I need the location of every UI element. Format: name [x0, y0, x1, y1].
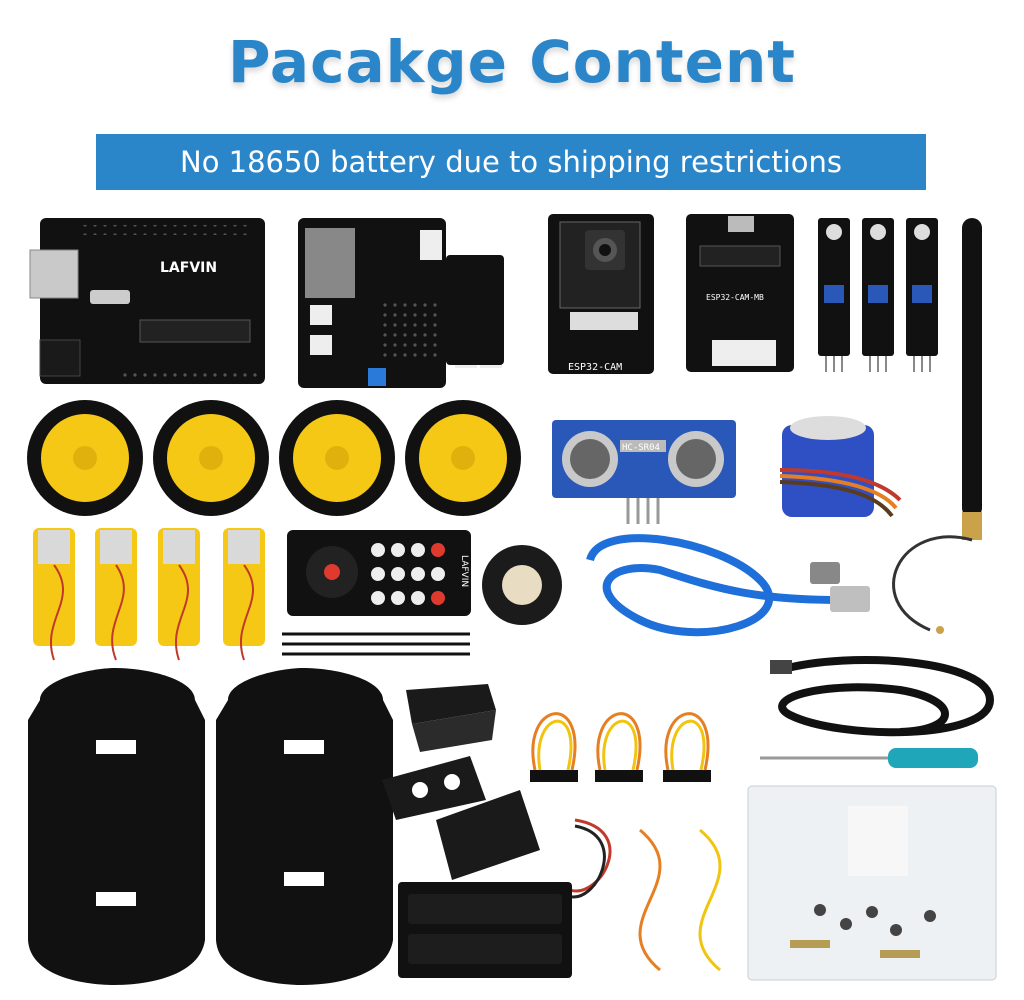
- uno-brand-label: LAFVIN: [160, 260, 217, 276]
- dupont-jumper-wires: [530, 712, 711, 782]
- metal-brackets: [382, 684, 540, 880]
- esp32-cam-mb-board: ESP32-CAM-MB: [686, 214, 794, 372]
- motor-driver-shield: [298, 218, 504, 388]
- page-title: Pacakge Content: [227, 28, 796, 96]
- esp32-cam-board: ESP32-CAM: [548, 214, 654, 374]
- shipping-notice-banner: No 18650 battery due to shipping restric…: [96, 134, 926, 190]
- screws-bag: [747, 785, 997, 981]
- screwdriver: [760, 748, 978, 768]
- cable-ties: [282, 632, 470, 656]
- wheels: [27, 400, 521, 516]
- ir-remote: LAFVIN: [287, 530, 471, 616]
- hc-sr04-label: HC-SR04: [622, 443, 660, 453]
- line-tracking-sensors: [818, 218, 938, 372]
- servo-motor: [779, 416, 902, 518]
- wifi-antenna: [892, 218, 982, 634]
- usb-cable-black: [770, 656, 995, 737]
- usb-cable-blue: [586, 534, 870, 637]
- sensor-cables: [567, 818, 722, 972]
- chassis-plates: [28, 668, 393, 985]
- esp32cam-mb-label: ESP32-CAM-MB: [706, 293, 764, 302]
- ultrasonic-sensor: HC-SR04: [552, 420, 736, 524]
- battery-holder: [398, 882, 572, 978]
- gear-motors: [33, 528, 265, 661]
- esp32cam-label: ESP32-CAM: [568, 362, 622, 373]
- electrical-tape: [482, 545, 562, 625]
- remote-brand-label: LAFVIN: [459, 555, 469, 587]
- uno-board: LAFVIN: [29, 218, 265, 384]
